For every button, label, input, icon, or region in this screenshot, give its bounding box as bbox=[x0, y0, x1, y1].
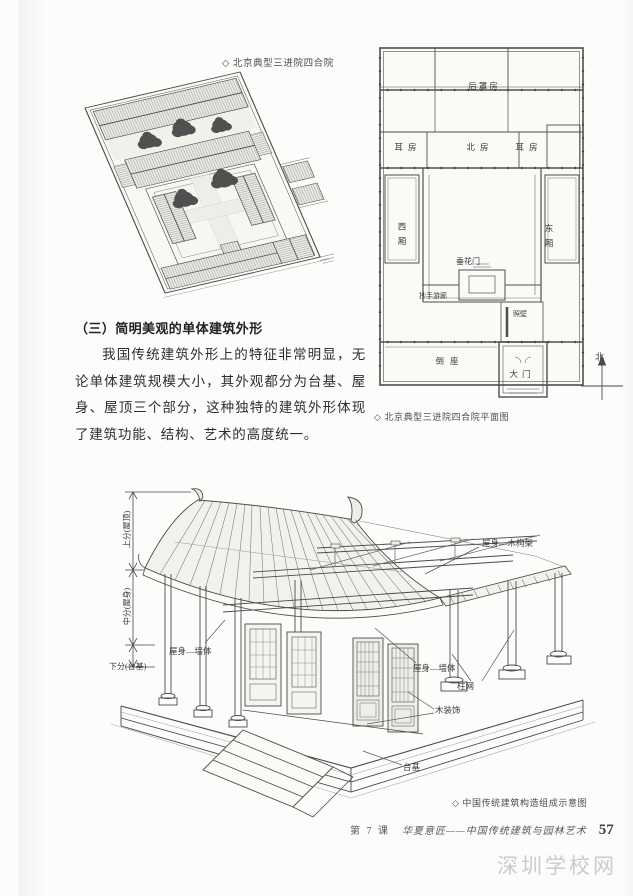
structure-label-wood-frame: 屋身—木构架 bbox=[482, 538, 534, 548]
dim-label-lower: 下分(台基) bbox=[109, 662, 147, 671]
plan-label-north-hall: 北房 bbox=[466, 142, 494, 152]
section-paragraph: 我国传统建筑外形上的特征非常明显，无论单体建筑规模大小，其外观都分为台基、屋身、… bbox=[75, 347, 366, 442]
section-heading: （三）简明美观的单体建筑外形 bbox=[75, 321, 263, 336]
structure-label-wall-right: 屋身—墙体 bbox=[413, 663, 456, 673]
structure-label-wood-decor: 木装饰 bbox=[435, 705, 461, 715]
structure-label-column-grid: 柱网 bbox=[457, 681, 475, 691]
plan-caption: ◇ 北京典型三进院四合院平面图 bbox=[374, 412, 510, 422]
plan-label-corridor: 抄手游廊 bbox=[419, 292, 447, 300]
floor-plan-drawing bbox=[378, 47, 585, 398]
dim-label-middle: 中分(屋身) bbox=[122, 587, 132, 626]
north-compass-icon bbox=[581, 354, 623, 400]
footer-lesson: 第 7 课 bbox=[350, 826, 390, 837]
axon-caption: ◇ 北京典型三进院四合院 bbox=[222, 59, 334, 69]
scan-shadow-right bbox=[623, 0, 633, 896]
plan-label-rear-hall: 后罩房 bbox=[468, 81, 500, 91]
structure-caption: ◇ 中国传统建筑构造组成示意图 bbox=[452, 798, 588, 808]
dim-label-upper: 上分(屋顶) bbox=[122, 510, 132, 549]
axon-courtyard-drawing bbox=[84, 71, 335, 298]
watermark: 深圳学校网 bbox=[497, 854, 617, 878]
plan-label-reversed-hall: 倒座 bbox=[435, 356, 465, 366]
plan-label-ear-room-right: 耳房 bbox=[515, 142, 543, 152]
courtyard-trees bbox=[137, 117, 239, 209]
plan-label-ear-room-left: 耳房 bbox=[394, 142, 422, 152]
plan-label-compass-north: 北 bbox=[595, 352, 605, 362]
plan-label-festoon-gate: 垂花门 bbox=[456, 257, 480, 266]
footer-title: 华夏意匠——中国传统建筑与园林艺术 bbox=[402, 826, 587, 837]
plan-label-main-gate: 大门 bbox=[509, 369, 535, 379]
plan-label-west-wing: 西厢 bbox=[397, 222, 407, 251]
plan-label-east-wing: 东厢 bbox=[544, 224, 554, 253]
construction-diagram-drawing bbox=[110, 488, 596, 818]
page-footer: 第 7 课 华夏意匠——中国传统建筑与园林艺术 57 bbox=[350, 822, 614, 839]
structure-label-wall-left: 屋身—墙体 bbox=[169, 646, 212, 656]
footer-page-number: 57 bbox=[598, 822, 614, 838]
scan-shadow-left bbox=[18, 0, 48, 896]
structure-label-platform: 台基 bbox=[403, 762, 421, 772]
plan-label-screen-wall: 照壁 bbox=[513, 310, 527, 318]
